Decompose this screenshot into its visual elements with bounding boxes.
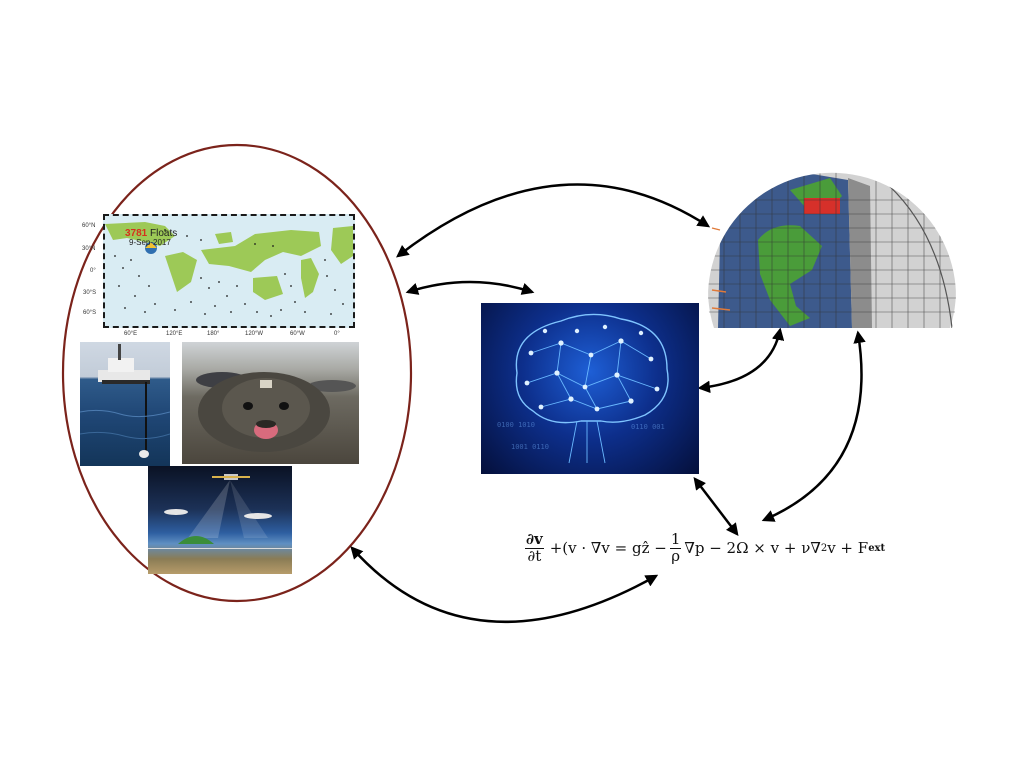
external-force-subscript: ext xyxy=(868,542,886,554)
equation-rest-2: v + F xyxy=(827,539,869,557)
lon-label: 180° xyxy=(207,331,220,337)
lat-label: 60°N xyxy=(82,223,96,229)
float-icon xyxy=(145,242,157,254)
arrow-brain-globe xyxy=(697,327,785,394)
lat-label: 30°N xyxy=(82,246,96,252)
advection-term: +(v · ∇v = gẑ − xyxy=(549,539,667,557)
lon-label: 60°W xyxy=(290,331,305,337)
arrow-obs-globe xyxy=(396,183,711,258)
lat-label: 60°S xyxy=(83,310,97,316)
time-derivative: ∂v ∂t xyxy=(525,529,544,565)
inverse-density: 1 ρ xyxy=(669,529,682,565)
lon-label: 120°E xyxy=(166,331,183,337)
laplacian-exponent: 2 xyxy=(820,542,828,554)
navier-stokes-equation: ∂v ∂t +(v · ∇v = gẑ − 1 ρ ∇p − 2Ω × v + … xyxy=(522,524,962,572)
arrow-obs-equation xyxy=(350,546,659,624)
lon-label: 120°W xyxy=(245,331,264,337)
arrow-obs-brain xyxy=(405,280,535,295)
lat-label: 30°S xyxy=(83,290,97,296)
lat-label: 0° xyxy=(90,268,96,274)
seal-photo xyxy=(182,342,359,464)
equation-rest: ∇p − 2Ω × v + ν∇ xyxy=(684,539,821,557)
lon-label: 0° xyxy=(334,331,340,337)
arrow-globe-equation xyxy=(761,330,866,522)
observations-ellipse xyxy=(61,143,413,603)
lon-label: 60°E xyxy=(124,331,138,337)
argo-float-map: 3781 Floats 9-Sep-2017 xyxy=(103,214,355,328)
satellite-diagram xyxy=(148,466,292,574)
ship-photo xyxy=(80,342,170,466)
neural-network-brain: 0100 1010 0110 001 1001 0110 xyxy=(481,303,699,474)
map-title: 3781 Floats xyxy=(125,228,178,239)
map-date: 9-Sep-2017 xyxy=(129,238,171,247)
arrow-brain-equation xyxy=(693,477,739,536)
ocean-model-globe xyxy=(708,172,956,328)
